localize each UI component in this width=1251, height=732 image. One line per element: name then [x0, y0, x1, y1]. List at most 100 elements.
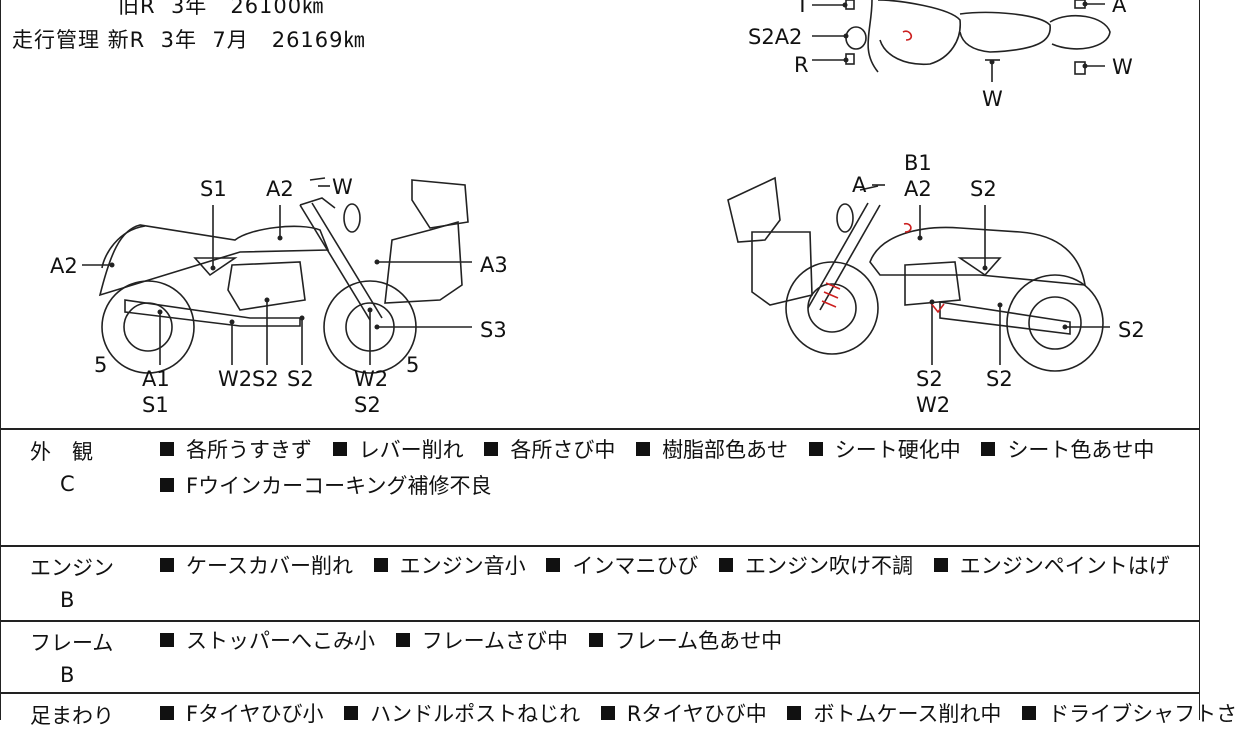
frame-border-left — [0, 0, 1, 720]
defect-item: Fタイヤひび小 — [160, 696, 323, 732]
defect-item: シート硬化中 — [808, 432, 961, 468]
top-view-label: T — [795, 0, 809, 17]
right-view-label: S2 — [986, 367, 1013, 391]
left-view-label: 5 — [406, 353, 419, 377]
defect-item: 各所さび中 — [484, 432, 615, 468]
left-view-label: W2 — [354, 367, 388, 391]
bullet-square-icon — [600, 706, 615, 720]
defect-item: エンジンペイントはげ — [933, 548, 1170, 584]
defect-item: エンジン吹け不調 — [719, 548, 913, 584]
left-view-label: A1 — [142, 367, 170, 391]
section-divider — [0, 620, 1200, 622]
section-engine: エンジン B ケースカバー削れ エンジン音小 インマニひび エンジン吹け不調 エ… — [0, 548, 1200, 620]
bullet-square-icon — [373, 558, 388, 572]
right-view-label: W2 — [916, 393, 950, 417]
section-category: フレーム — [30, 631, 114, 655]
defect-item: フレームさび中 — [395, 623, 568, 659]
right-view-label: S2 — [1118, 318, 1145, 342]
left-view-label: S2 — [287, 367, 314, 391]
bullet-square-icon — [160, 633, 174, 647]
bullet-square-icon — [636, 442, 651, 456]
bullet-square-icon — [160, 558, 174, 572]
defect-item: インマニひび — [546, 548, 698, 584]
bullet-square-icon — [344, 706, 359, 720]
motorcycle-top-view — [845, 0, 1111, 75]
defect-item: Fウインカーコーキング補修不良 — [160, 468, 491, 504]
handwritten-damage-marks — [821, 30, 945, 314]
section-category: 外 観 — [30, 440, 93, 464]
section-grade: B — [60, 663, 75, 687]
left-view-label: S1 — [200, 177, 227, 201]
section-frame: フレーム B ストッパーへこみ小 フレームさび中 フレーム色あせ中 — [0, 623, 1200, 692]
bullet-square-icon — [808, 442, 823, 456]
section-items: 各所うすきず レバー削れ 各所さび中 樹脂部色あせ シート硬化中 シート色あせ中… — [160, 432, 1190, 504]
section-grade: C — [60, 472, 75, 496]
left-view-label: W — [332, 175, 353, 199]
label-points — [109, 1, 1088, 330]
defect-item: フレーム色あせ中 — [588, 623, 782, 659]
section-divider — [0, 692, 1200, 694]
right-view-label: A — [852, 173, 867, 197]
defect-item: 各所うすきず — [160, 432, 312, 468]
bullet-square-icon — [546, 558, 561, 572]
top-view-label: A — [1112, 0, 1127, 17]
left-view-label: S1 — [142, 393, 169, 417]
bullet-square-icon — [981, 442, 996, 456]
section-suspension: 足まわり Fタイヤひび小 ハンドルポストねじれ Rタイヤひび中 ボトムケース削れ… — [0, 696, 1237, 728]
bullet-square-icon — [332, 442, 347, 456]
bullet-square-icon — [160, 478, 174, 492]
new-mileage-line: 走行管理 新R 3年 7月 26169㎞ — [12, 28, 366, 52]
left-view-label: W2 — [218, 367, 252, 391]
motorcycle-damage-diagram: T S2A2 R A W W S1 A2 W A2 A3 S3 5 A1 S1 … — [50, 0, 1145, 417]
right-view-label: A2 — [904, 177, 932, 201]
top-view-label: S2A2 — [748, 25, 802, 49]
bullet-square-icon — [395, 633, 410, 647]
right-view-label: S2 — [916, 367, 943, 391]
bullet-square-icon — [1022, 706, 1037, 720]
defect-item: レバー削れ — [332, 432, 464, 468]
defect-item: ボトムケース削れ中 — [787, 696, 1001, 732]
section-items: ストッパーへこみ小 フレームさび中 フレーム色あせ中 — [160, 623, 1190, 659]
bullet-square-icon — [484, 442, 499, 456]
bullet-square-icon — [787, 706, 802, 720]
old-mileage-line: 旧R 3年 26100㎞ — [118, 0, 325, 18]
frame-border-right — [1199, 0, 1200, 720]
section-divider — [0, 428, 1200, 430]
bullet-square-icon — [160, 706, 174, 720]
bullet-square-icon — [719, 558, 734, 572]
top-view-label: W — [1112, 55, 1133, 79]
left-view-label: S2 — [252, 367, 279, 391]
right-view-label: B1 — [904, 151, 932, 175]
section-items: ケースカバー削れ エンジン音小 インマニひび エンジン吹け不調 エンジンペイント… — [160, 548, 1190, 584]
left-view-label: A2 — [266, 177, 294, 201]
left-view-label: S2 — [354, 393, 381, 417]
motorcycle-right-view — [727, 176, 1104, 372]
section-items: Fタイヤひび小 ハンドルポストねじれ Rタイヤひび中 ボトムケース削れ中 ドライ… — [160, 696, 1237, 732]
section-divider — [0, 545, 1200, 547]
left-view-label: A2 — [50, 254, 78, 278]
right-view-label: S2 — [970, 177, 997, 201]
left-view-label: S3 — [480, 318, 507, 342]
defect-item: ストッパーへこみ小 — [160, 623, 375, 659]
section-category: エンジン — [30, 556, 114, 580]
defect-item: シート色あせ中 — [981, 432, 1154, 468]
top-view-label: W — [982, 87, 1003, 111]
defect-item: ハンドルポストねじれ — [344, 696, 580, 732]
bullet-square-icon — [588, 633, 603, 647]
defect-item: ドライブシャフトさ — [1022, 696, 1237, 732]
top-view-label: R — [794, 53, 809, 77]
defect-item: ケースカバー削れ — [160, 548, 353, 584]
defect-item: Rタイヤひび中 — [600, 696, 767, 732]
defect-item: 樹脂部色あせ — [636, 432, 788, 468]
bullet-square-icon — [160, 442, 174, 456]
motorcycle-left-view — [98, 177, 469, 374]
section-exterior: 外 観 C 各所うすきず レバー削れ 各所さび中 樹脂部色あせ シート硬化中 シ… — [0, 432, 1200, 544]
label-leader-lines — [82, 3, 1110, 365]
left-view-label: A3 — [480, 253, 508, 277]
left-view-label: 5 — [94, 353, 107, 377]
defect-item: エンジン音小 — [373, 548, 526, 584]
section-grade: B — [60, 588, 75, 612]
section-category: 足まわり — [30, 704, 114, 728]
bullet-square-icon — [933, 558, 948, 572]
